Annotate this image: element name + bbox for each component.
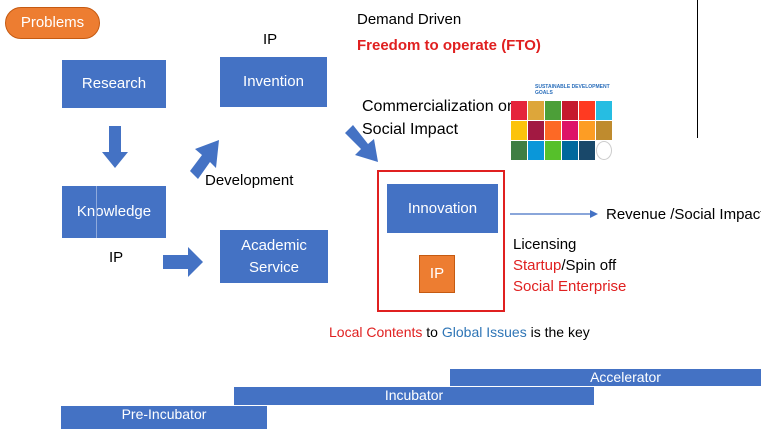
startup-text: Startup	[513, 257, 562, 274]
sdg-goal-tile	[562, 121, 578, 140]
commercialization-line2: Social Impact	[362, 121, 459, 138]
sdg-goal-tile	[579, 101, 595, 120]
arrow-down-right-icon	[345, 125, 378, 162]
arrow-up-right-icon	[190, 140, 219, 179]
accelerator-bar: Accelerator	[450, 369, 761, 386]
startup-line: Startup/Spin off	[513, 256, 616, 275]
incubator-label: Incubator	[384, 387, 444, 403]
research-box: Research	[62, 60, 166, 108]
ip-left-label: IP	[109, 249, 124, 266]
local-contents-text: Local Contents	[329, 324, 423, 340]
sdg-goal-tile	[511, 121, 527, 140]
sdg-goal-tile	[562, 101, 578, 120]
research-label: Research	[81, 75, 147, 92]
commercialization-line1: Commercialization or	[362, 98, 513, 115]
ip-top-label: IP	[263, 31, 278, 48]
sdg-goal-tile	[545, 101, 561, 120]
global-issues-text: Global Issues	[441, 324, 527, 340]
sdg-goal-tile	[562, 141, 578, 160]
demand-driven-text: Demand Driven	[357, 11, 462, 28]
pre-incubator-label: Pre-Incubator	[121, 406, 207, 422]
sdg-title: SUSTAINABLE DEVELOPMENT GOALS	[535, 84, 610, 96]
key-rest-text: is the key	[526, 324, 590, 340]
accelerator-label: Accelerator	[590, 369, 661, 385]
academic-label-line2: Service	[248, 258, 300, 276]
problems-label: Problems	[20, 14, 85, 31]
sdg-goal-tile	[545, 121, 561, 140]
sdg-goal-tile	[596, 141, 612, 160]
sdg-goal-tile	[579, 141, 595, 160]
ip-box: IP	[419, 255, 455, 293]
pre-incubator-bar: Pre-Incubator	[61, 406, 267, 429]
sdg-goal-tile	[579, 121, 595, 140]
sdg-grid	[511, 101, 612, 161]
sdg-goal-tile	[511, 141, 527, 160]
sdg-logo: SUSTAINABLE DEVELOPMENT GOALS	[511, 84, 612, 162]
academic-service-box: Academic Service	[220, 230, 328, 283]
licensing-label: Licensing	[513, 236, 577, 253]
problems-pill: Problems	[5, 7, 100, 39]
sdg-goal-tile	[528, 141, 544, 160]
sdg-goal-tile	[596, 121, 612, 140]
fto-text: Freedom to operate (FTO)	[357, 37, 541, 54]
sdg-goal-tile	[596, 101, 612, 120]
knowledge-box-divider	[96, 186, 97, 238]
invention-box: Invention	[220, 57, 327, 107]
key-line: Local Contents to Global Issues is the k…	[329, 323, 590, 342]
divider-line	[697, 0, 698, 138]
revenue-arrow-head-icon	[590, 210, 598, 218]
incubator-bar: Incubator	[234, 387, 594, 405]
invention-label: Invention	[243, 73, 304, 90]
academic-label-line1: Academic	[241, 236, 307, 254]
social-enterprise-label: Social Enterprise	[513, 278, 627, 295]
knowledge-box: Knowledge	[62, 186, 166, 238]
innovation-label: Innovation	[407, 199, 478, 217]
arrow-right-icon	[163, 247, 203, 277]
sdg-goal-tile	[528, 101, 544, 120]
innovation-frame	[377, 170, 505, 312]
development-label: Development	[205, 172, 294, 189]
innovation-box: Innovation	[387, 184, 498, 233]
key-to-text: to	[422, 324, 442, 340]
ip-box-label: IP	[429, 265, 445, 282]
sdg-goal-tile	[545, 141, 561, 160]
knowledge-label: Knowledge	[76, 203, 152, 220]
sdg-goal-tile	[511, 101, 527, 120]
revenue-label: Revenue /Social Impact	[606, 206, 761, 223]
arrow-down-icon	[102, 126, 128, 168]
spinoff-text: /Spin off	[561, 257, 617, 274]
sdg-goal-tile	[528, 121, 544, 140]
